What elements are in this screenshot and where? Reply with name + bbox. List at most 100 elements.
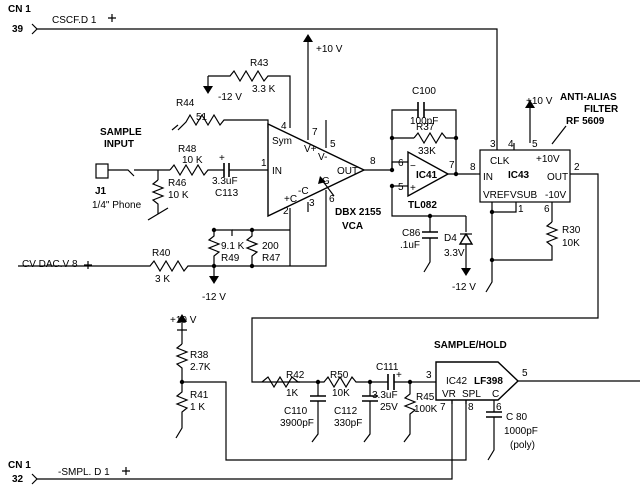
vca-pin2: 2 [283,206,289,217]
capacitor-c112: C112 330pF [334,382,378,443]
sample-input-label: SAMPLE [100,127,142,138]
r45-ref: R45 [416,392,435,403]
pin-number: 32 [12,474,24,485]
resistor-r46: R46 10 K [147,178,189,221]
vca-pin5: 5 [330,139,336,150]
sample-input-label-2: INPUT [104,139,134,150]
ic42-pin7: 7 [440,402,446,413]
capacitor-c100: C100 100pF [410,86,457,174]
resistor-r40: R40 3 K [140,248,290,285]
r49-val: 9.1 K [221,241,245,252]
vca-pin8: 8 [370,156,376,167]
r41-ref: R41 [190,390,209,401]
ic43-pin3: 3 [490,139,496,150]
r50-ref: R50 [330,370,349,381]
svg-text:+: + [410,183,416,194]
c113-ref: C113 [215,188,239,199]
ic42-pin8: 8 [468,402,474,413]
r49-ref: R49 [221,253,240,264]
r43-ref: R43 [250,58,269,69]
vca-g-label: G [322,176,330,187]
resistor-r42: R42 1K [261,370,321,399]
diode-d4: D4 3.3V -12 V [444,216,476,293]
ic42-vr: VR [442,389,456,400]
c80-type: (poly) [510,440,535,451]
supply-pos10-vca: +10 V [303,34,343,140]
r48-val: 10 K [182,155,203,166]
r37-ref: R37 [416,122,435,133]
vca-vminus-label: V- [318,152,327,163]
ic42-pin3: 3 [426,370,432,381]
vca-pin4: 4 [281,121,287,132]
r40-ref: R40 [152,248,171,259]
r30-ref: R30 [562,225,581,236]
c111-val: 3.3uF [372,390,398,401]
cv-dac-label: CV DAC.V 8 [22,259,78,270]
pos10-ic43-label: +10 V [526,96,553,107]
ic41-pin7: 7 [449,160,455,171]
c100-ref: C100 [412,86,436,97]
connector-label: CN 1 [8,460,31,471]
connector-label: CN 1 [8,4,31,15]
c111-voltage: 25V [380,402,398,413]
neg12b-label: -12 V [202,292,226,303]
r46-ref: R46 [168,178,187,189]
ic41-tl082: − + IC41 TL082 6 5 7 [391,109,476,211]
vca-sym-label: Sym [272,136,292,147]
jack-j1: J1 1/4" Phone [92,163,142,211]
ic42-pin5: 5 [522,368,528,379]
vca-mc-label: -C [298,186,309,197]
vca-pin7: 7 [312,127,318,138]
vca-vplus-label: V+ [304,144,317,155]
svg-text:+: + [396,370,402,381]
r44-val: 51 [196,112,208,123]
r44-ref: R44 [176,98,195,109]
ic43-vpos: +10V [536,154,560,165]
r47-ref: R47 [262,253,281,264]
c113-val: 3.3uF [212,176,238,187]
c110-val: 3900pF [280,418,314,429]
cv-dac-input: CV DAC.V 8 [18,259,140,270]
jack-type: 1/4" Phone [92,200,142,211]
ic43-pin1: 1 [518,204,524,215]
ic43-vneg: -10V [545,190,566,201]
capacitor-c110: C110 3900pF [280,382,326,443]
r30-val: 10K [562,238,580,249]
ic42-c: C [492,389,499,400]
resistor-r30: R30 10K [492,221,581,261]
vca-out-label: OUT [337,166,358,177]
anti-alias-label: ANTI-ALIAS [560,92,617,103]
ic43-pin8: 8 [470,162,476,173]
ic42-pin6: 6 [496,402,502,413]
ic42-part: LF398 [474,376,503,387]
resistor-r38: R38 2.7K [175,343,211,385]
signal-name: CSCF.D 1 [52,15,97,26]
r38-val: 2.7K [190,362,211,373]
r38-ref: R38 [190,350,209,361]
vca-type-label: VCA [342,221,363,232]
resistor-r43: -12 V R43 3.3 K [203,58,291,128]
d4-ref: D4 [444,233,457,244]
resistor-r44: R44 51 [171,98,269,131]
resistor-r45: R45 100K [403,382,438,443]
ic43-pin5: 5 [532,139,538,150]
ic43-pin6: 6 [544,204,550,215]
ic43: CLK +10V IC43 IN OUT VREF VSUB -10V 3 4 … [251,139,599,383]
ic41-part: TL082 [408,200,437,211]
vca-pin3: 3 [309,198,315,209]
r41-val: 1 K [190,402,205,413]
c100-val: 100pF [410,116,438,127]
capacitor-c86: C86 .1uF [400,213,438,273]
ic43-pin2: 2 [574,162,580,173]
r45-val: 100K [414,404,438,415]
resistor-r50: R50 10K [318,370,373,399]
c86-ref: C86 [402,228,421,239]
ic43-name: IC43 [508,170,530,181]
ic43-clk: CLK [490,156,510,167]
pin-number: 39 [12,24,24,35]
c110-ref: C110 [284,406,308,417]
neg12-d4-label: -12 V [452,282,476,293]
r46-val: 10 K [168,190,189,201]
